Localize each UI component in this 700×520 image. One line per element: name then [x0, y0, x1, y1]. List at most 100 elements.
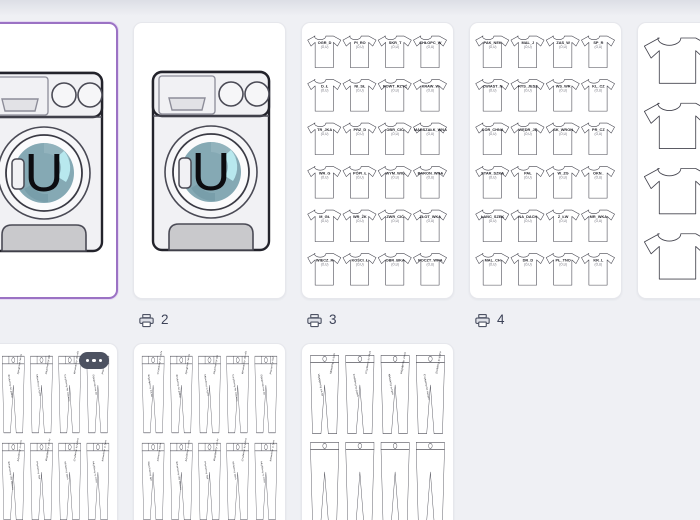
svg-text:Wypijemy za to: Wypijemy za to [147, 374, 153, 398]
svg-text:PÓPI_Ł: PÓPI_Ł [353, 170, 367, 175]
svg-text:RYS_JESZ: RYS_JESZ [518, 83, 538, 88]
svg-text:KOŚCI_Ł: KOŚCI_Ł [352, 257, 369, 262]
page-number-label: 4 [497, 312, 505, 328]
svg-text:Spojrzał na to: Spojrzał na to [260, 374, 266, 396]
washing-machine-illustration: U [0, 71, 103, 252]
page-number-label: 3 [329, 312, 337, 328]
svg-text:Mówimy o tym: Mówimy o tym [204, 374, 210, 397]
svg-text:Zrobimy to jutro: Zrobimy to jutro [241, 437, 248, 462]
ellipsis-icon [92, 358, 96, 363]
svg-text:(Ó,U): (Ó,U) [321, 175, 329, 180]
svg-text:Piszemy list: Piszemy list [36, 461, 42, 480]
svg-text:SKR_T: SKR_T [389, 40, 402, 45]
svg-text:Wypijemy za to: Wypijemy za to [213, 438, 219, 462]
svg-text:(Ó,U): (Ó,U) [356, 175, 364, 180]
page-number-row: 3 [301, 299, 454, 331]
svg-text:Spojrzał na to: Spojrzał na to [16, 353, 22, 375]
ellipsis-icon [86, 358, 90, 363]
svg-text:(Ó,U): (Ó,U) [595, 44, 603, 49]
svg-text:(Ó,U): (Ó,U) [356, 88, 364, 93]
page-thumbnail-2[interactable]: U [133, 22, 286, 299]
svg-text:WYM_WIĆ: WYM_WIĆ [386, 170, 405, 175]
svg-text:Wypijemy za to: Wypijemy za to [45, 438, 51, 462]
svg-text:Myślimy o nim: Myślimy o nim [184, 439, 190, 462]
svg-text:(Ó,U): (Ó,U) [489, 175, 497, 180]
svg-text:PI_RO: PI_RO [354, 40, 366, 45]
svg-text:(Ó,U): (Ó,U) [391, 131, 399, 136]
svg-text:Myślimy o nim: Myślimy o nim [260, 461, 266, 484]
svg-text:BARON_WNA: BARON_WNA [418, 170, 444, 175]
svg-text:(Ó,U): (Ó,U) [559, 44, 567, 49]
svg-text:(Ó,U): (Ó,U) [595, 262, 603, 267]
more-options-button[interactable] [79, 352, 109, 369]
svg-text:(Ó,U): (Ó,U) [559, 218, 567, 223]
svg-text:PAŁ: PAŁ [524, 170, 532, 175]
svg-text:(Ó,U): (Ó,U) [427, 262, 435, 267]
ellipsis-icon [98, 358, 102, 363]
page-thumbnail-5[interactable] [637, 22, 700, 299]
svg-text:(Ó,U): (Ó,U) [356, 131, 364, 136]
garment-sheet-tshirt: OGR_D(Ó,U)PI_RO(Ó,U)SKR_T(Ó,U)CHŁOPC_W(Ó… [307, 35, 447, 286]
svg-text:(Ó,U): (Ó,U) [559, 131, 567, 136]
svg-text:(Ó,U): (Ó,U) [595, 218, 603, 223]
svg-text:Zrobimy to jutro: Zrobimy to jutro [352, 373, 359, 397]
svg-text:ZWIAST_N: ZWIAST_N [483, 83, 503, 88]
svg-text:(Ó,U): (Ó,U) [524, 88, 532, 93]
svg-text:POCZT_WKA: POCZT_WKA [418, 257, 443, 262]
svg-text:Zrobimy to jutro: Zrobimy to jutro [435, 351, 442, 374]
svg-text:Mówimy o tym: Mówimy o tym [269, 439, 275, 462]
washing-machine-artwork: U [0, 24, 116, 297]
tshirt-label-sheet: PAK_NEK(Ó,U)MAL_J(Ó,U)ZAS_W(Ó,U)SP_R(Ó,U… [470, 23, 621, 298]
svg-text:Myślimy o nim: Myślimy o nim [92, 461, 98, 484]
svg-text:KR_L: KR_L [593, 257, 604, 262]
page-number-row [0, 299, 118, 331]
svg-text:Idziemy tam: Idziemy tam [232, 461, 238, 481]
svg-text:ZŁOT_WKA: ZŁOT_WKA [420, 214, 442, 219]
svg-text:(Ó,U): (Ó,U) [489, 131, 497, 136]
svg-text:Spojrzał na to: Spojrzał na to [92, 374, 98, 396]
scroll-shadow [0, 0, 700, 16]
svg-text:(Ó,U): (Ó,U) [595, 175, 603, 180]
svg-text:WIECZ_R: WIECZ_R [316, 257, 334, 262]
svg-text:PAK_NEK: PAK_NEK [484, 40, 502, 45]
svg-text:(Ó,U): (Ó,U) [321, 44, 329, 49]
svg-text:Wracamy do domu: Wracamy do domu [175, 461, 182, 491]
svg-text:Słuchamy go: Słuchamy go [147, 461, 153, 482]
page-thumbnail-1[interactable]: U [0, 22, 118, 299]
tshirt-blank-sheet [638, 23, 700, 298]
page-thumbnail-3[interactable]: OGR_D(Ó,U)PI_RO(Ó,U)SKR_T(Ó,U)CHŁOPC_W(Ó… [301, 22, 454, 299]
svg-text:ZAS_W: ZAS_W [556, 40, 570, 45]
svg-text:Mówimy o tym: Mówimy o tym [388, 373, 395, 396]
svg-text:MAL_CH: MAL_CH [485, 257, 501, 262]
svg-text:Idziemy tam: Idziemy tam [156, 442, 162, 462]
svg-text:(Ó,U): (Ó,U) [524, 131, 532, 136]
svg-text:KL_CZ: KL_CZ [592, 83, 605, 88]
svg-text:Czytamy to razem: Czytamy to razem [64, 374, 71, 403]
svg-text:Mówimy o tym: Mówimy o tym [101, 439, 107, 462]
page-number-row: 2 [133, 299, 286, 331]
svg-text:TR_JKA: TR_JKA [317, 127, 332, 132]
svg-text:KRAW_W: KRAW_W [422, 83, 440, 88]
svg-text:WR_ŻK: WR_ŻK [353, 214, 367, 219]
svg-text:(Ó,U): (Ó,U) [595, 131, 603, 136]
page-thumbnail-4[interactable]: PAK_NEK(Ó,U)MAL_J(Ó,U)ZAS_W(Ó,U)SP_R(Ó,U… [469, 22, 622, 299]
svg-text:SK_WRON: SK_WRON [553, 127, 573, 132]
svg-text:Czytamy to razem: Czytamy to razem [156, 351, 163, 375]
svg-text:NI_SŁ: NI_SŁ [354, 83, 366, 88]
svg-text:MR_WKA: MR_WKA [590, 214, 608, 219]
svg-text:(Ó,U): (Ó,U) [427, 44, 435, 49]
svg-text:Czytamy to razem: Czytamy to razem [423, 373, 431, 401]
svg-text:PŁ_TNO: PŁ_TNO [556, 257, 571, 262]
svg-text:(Ó,U): (Ó,U) [391, 44, 399, 49]
svg-text:SP_R: SP_R [593, 40, 603, 45]
